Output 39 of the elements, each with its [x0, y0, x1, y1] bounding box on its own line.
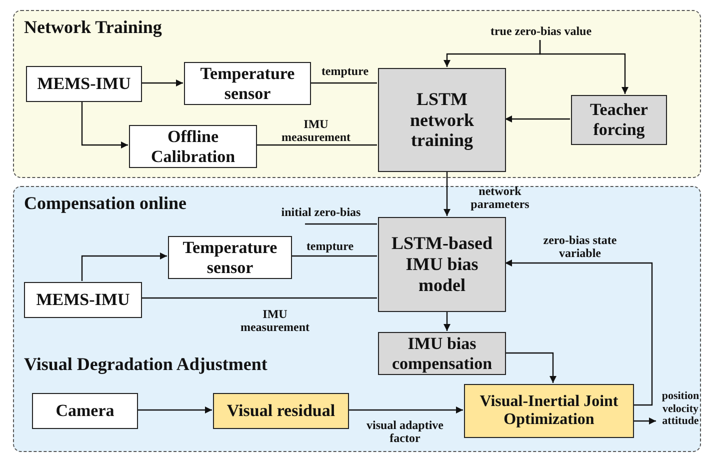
arrow: [505, 352, 556, 383]
process-box: Visual residual: [213, 393, 349, 429]
process-box: LSTM-based IMU bias model: [378, 217, 506, 312]
process-box: IMU bias compensation: [378, 332, 506, 375]
section-panel: [13, 10, 701, 178]
process-box: Camera: [32, 393, 138, 429]
panel-heading: Network Training: [24, 17, 162, 38]
process-box: MEMS-IMU: [26, 66, 142, 102]
process-box: Teacher forcing: [571, 95, 667, 145]
process-box: Offline Calibration: [129, 125, 257, 168]
process-box: Visual-Inertial Joint Optimization: [464, 384, 634, 438]
edge-label: tempture: [305, 240, 355, 254]
process-box: Temperature sensor: [168, 236, 292, 279]
process-box: MEMS-IMU: [24, 282, 142, 318]
edge-label: tempture: [320, 65, 370, 78]
section-heading: Visual Degradation Adjustment: [24, 354, 268, 375]
arrow: [539, 40, 628, 94]
arrow: [141, 80, 183, 86]
arrow: [81, 252, 167, 281]
signal-text: true zero-bias value: [471, 25, 611, 41]
section-panel: [13, 186, 701, 452]
edge-label: IMU measurement: [280, 118, 352, 144]
arrow: [633, 418, 656, 424]
arrow: [444, 311, 450, 331]
arrow: [348, 406, 463, 414]
arrow: [137, 406, 212, 414]
signal-text: initial zero-bias: [269, 206, 373, 222]
edge-label: IMU measurement: [239, 308, 311, 334]
panel-heading: Compensation online: [24, 193, 187, 214]
edge-label: zero-bias state variable: [542, 234, 618, 260]
arrow: [505, 116, 570, 122]
edge-label: network parameters: [470, 185, 530, 212]
edge-label: visual adaptive factor: [365, 419, 444, 446]
arrow: [81, 101, 128, 148]
arrow: [505, 260, 653, 406]
signal-text: position velocity attitude: [657, 390, 703, 446]
process-box: LSTM network training: [378, 68, 506, 172]
arrow: [444, 171, 450, 216]
process-box: Temperature sensor: [184, 62, 311, 105]
